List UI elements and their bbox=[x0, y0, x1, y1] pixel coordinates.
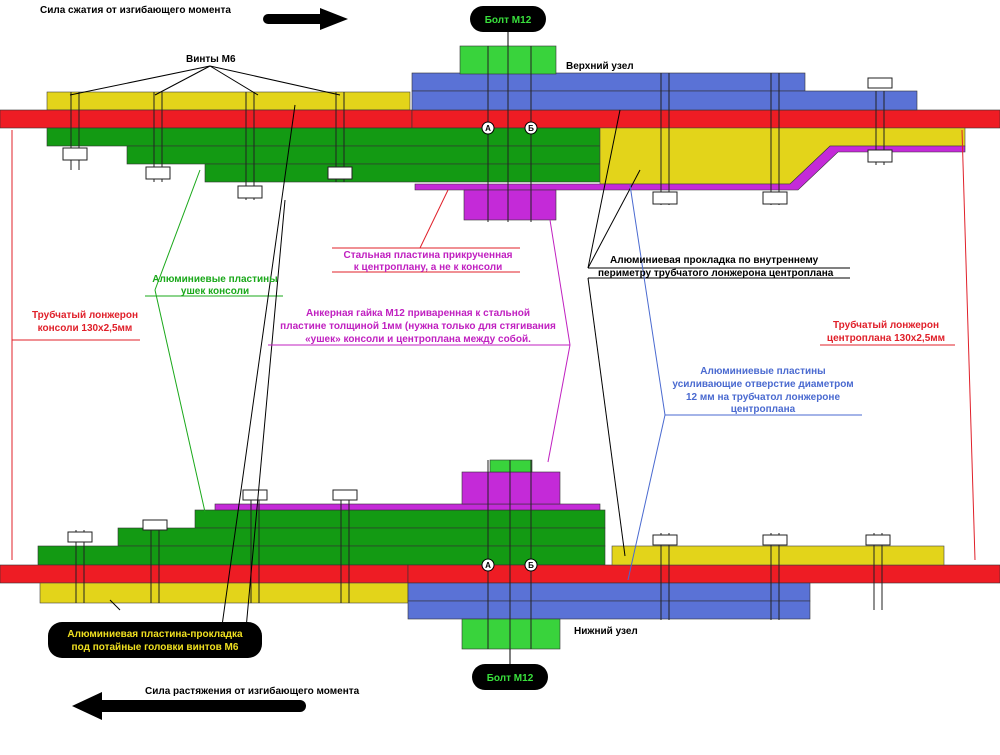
m6-screw bbox=[327, 92, 353, 182]
bolt-top-pill: Болт М12 bbox=[470, 6, 546, 32]
bolt-bottom-pill: Болт М12 bbox=[472, 664, 548, 690]
bolt-top-label: Болт М12 bbox=[485, 15, 532, 26]
spar-console-line-2: консоли 130х2,5мм bbox=[38, 323, 133, 334]
m6-screw bbox=[865, 533, 891, 610]
lower-point-b-marker bbox=[524, 558, 538, 572]
m6-screw bbox=[145, 92, 171, 182]
spar-center-line-1: Трубчатый лонжерон bbox=[833, 319, 939, 331]
anchor-nut-line-1: Анкерная гайка М12 приваренная к стально… bbox=[306, 308, 530, 319]
al-plates-reinforce-line-2: усиливающие отверстие диаметром bbox=[672, 379, 853, 390]
lower-node bbox=[0, 459, 1000, 650]
upper-blue-plate-2 bbox=[411, 90, 918, 111]
lower-bolt-head bbox=[461, 618, 561, 650]
upper-node-label: Верхний узел bbox=[566, 61, 634, 72]
m6-screw bbox=[62, 92, 88, 170]
steel-plate-line-1: Стальная пластина прикрученная bbox=[343, 250, 512, 261]
spar-center-label: Трубчатый лонжерон центроплана 130х2,5мм bbox=[827, 319, 945, 344]
spar-center-line-2: центроплана 130х2,5мм bbox=[827, 333, 945, 344]
al-spacer-inner-line-1: Алюминиевая прокладка по внутреннему bbox=[610, 255, 819, 266]
upper-yellow-plate-left bbox=[46, 91, 411, 111]
point-a-top-label: А bbox=[485, 124, 491, 133]
screws-m6-label: Винты М6 bbox=[186, 54, 236, 65]
upper-console-screws bbox=[62, 92, 353, 200]
upper-point-b-marker bbox=[524, 121, 538, 135]
al-spacer-inner-line-2: периметру трубчатого лонжерона центропла… bbox=[598, 267, 834, 279]
spar-console-label: Трубчатый лонжерон консоли 130х2,5мм bbox=[32, 309, 138, 334]
upper-yellow-spacer bbox=[599, 127, 966, 185]
tension-arrow bbox=[72, 692, 306, 720]
point-a-bottom-label: А bbox=[485, 561, 491, 570]
lower-node-label: Нижний узел bbox=[574, 626, 638, 637]
bolt-bottom-label: Болт М12 bbox=[487, 673, 534, 684]
lower-spar-console bbox=[0, 564, 409, 584]
m6-screw bbox=[867, 77, 893, 165]
compression-label: Сила сжатия от изгибающего момента bbox=[40, 4, 231, 16]
upper-spar-console bbox=[0, 109, 413, 129]
lower-steel-plate bbox=[214, 503, 601, 511]
lower-yellow-spacer bbox=[611, 545, 945, 566]
al-plates-reinforce-line-4: центроплана bbox=[731, 404, 796, 415]
upper-green-plate-2 bbox=[126, 145, 601, 165]
upper-green-plate-3 bbox=[204, 163, 601, 183]
spar-console-line-1: Трубчатый лонжерон bbox=[32, 309, 138, 321]
steel-plate-label: Стальная пластина прикрученная к центроп… bbox=[343, 250, 512, 273]
m6-screw bbox=[237, 92, 263, 200]
al-plates-reinforce-line-1: Алюминиевые пластины bbox=[700, 366, 825, 377]
lower-console-screws bbox=[67, 489, 358, 603]
lower-yellow-plate-left bbox=[39, 582, 409, 604]
al-plate-spacer-line-2: под потайные головки винтов М6 bbox=[72, 642, 239, 653]
upper-spar-center bbox=[411, 109, 1000, 129]
m6-screw bbox=[652, 533, 678, 620]
lower-anchor-nut bbox=[461, 471, 561, 505]
lower-spar-center bbox=[407, 564, 1000, 584]
anchor-nut-label: Анкерная гайка М12 приваренная к стально… bbox=[280, 308, 556, 345]
upper-point-a-marker bbox=[481, 121, 495, 135]
m6-screw bbox=[762, 73, 788, 205]
al-plates-console-label: Алюминиевые пластины ушек консоли bbox=[152, 274, 277, 297]
anchor-nut-line-2: пластине толщиной 1мм (нужна только для … bbox=[280, 321, 556, 332]
point-b-top-label: Б bbox=[528, 124, 534, 133]
al-plates-console-line-2: ушек консоли bbox=[181, 286, 249, 297]
al-plates-console-line-1: Алюминиевые пластины bbox=[152, 274, 277, 285]
anchor-nut-line-3: «ушек» консоли и центроплана между собой… bbox=[305, 333, 531, 345]
al-plate-spacer-pill: Алюминиевая пластина-прокладка под потай… bbox=[48, 622, 262, 658]
al-plates-reinforce-label: Алюминиевые пластины усиливающие отверст… bbox=[672, 366, 853, 415]
tension-label: Сила растяжения от изгибающего момента bbox=[145, 685, 360, 697]
upper-blue-plate-1 bbox=[411, 72, 806, 92]
upper-green-plate-1 bbox=[46, 127, 601, 147]
al-plates-reinforce-line-3: 12 мм на трубчатол лонжероне bbox=[686, 391, 840, 403]
lower-green-plate-1 bbox=[37, 545, 606, 566]
m6-screw bbox=[67, 530, 93, 603]
lower-center-screws bbox=[652, 533, 891, 620]
lower-blue-plate-1 bbox=[407, 582, 811, 602]
m6-screw bbox=[332, 489, 358, 603]
upper-center-screws bbox=[652, 73, 893, 205]
leader-lines bbox=[11, 30, 976, 665]
lower-blue-plate-2 bbox=[407, 600, 811, 620]
al-spacer-inner-label: Алюминиевая прокладка по внутреннему пер… bbox=[598, 255, 834, 279]
upper-anchor-nut bbox=[463, 189, 557, 221]
lower-green-plate-2 bbox=[117, 527, 606, 547]
m6-screw bbox=[142, 519, 168, 603]
compression-arrow bbox=[263, 8, 348, 30]
point-b-bottom-label: Б bbox=[528, 561, 534, 570]
steel-plate-line-2: к центроплану, а не к консоли bbox=[354, 262, 502, 273]
upper-node bbox=[0, 45, 1000, 222]
lower-anchor-nut-cap bbox=[489, 459, 533, 473]
al-plate-spacer-line-1: Алюминиевая пластина-прокладка bbox=[67, 629, 243, 640]
m6-screw bbox=[652, 73, 678, 205]
m6-screw bbox=[242, 489, 268, 603]
m6-screw bbox=[762, 533, 788, 620]
lower-point-a-marker bbox=[481, 558, 495, 572]
